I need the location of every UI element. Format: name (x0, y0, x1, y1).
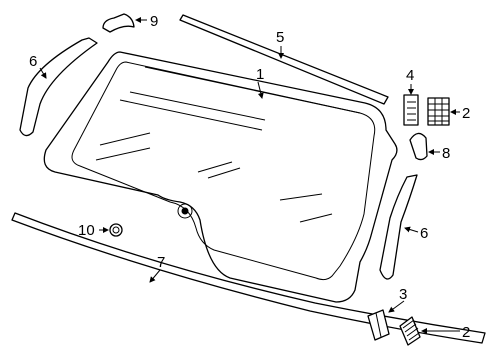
callout-1: 1 (256, 66, 264, 83)
rear-window-glass (43, 51, 398, 303)
callout-7: 7 (157, 254, 165, 271)
grid-clip-lower (399, 316, 421, 346)
right-side-molding (379, 174, 418, 280)
leader-3 (388, 300, 405, 313)
callout-10: 10 (78, 222, 95, 239)
upper-clip (102, 13, 135, 33)
leader-7 (149, 269, 161, 283)
grid-clip-upper (427, 97, 450, 126)
leader-6-right (404, 226, 419, 233)
clip-part-4 (403, 94, 419, 126)
callout-2-upper: 2 (462, 105, 470, 122)
spacer-part-3 (367, 309, 390, 341)
left-side-molding (19, 37, 98, 137)
callout-8: 8 (442, 145, 450, 162)
callout-3: 3 (399, 286, 407, 303)
leader-6-left (39, 67, 47, 79)
callout-9: 9 (150, 13, 158, 30)
bracket-part-8 (409, 132, 428, 161)
callout-5: 5 (276, 29, 284, 46)
callout-6-right: 6 (420, 225, 428, 242)
leader-1 (257, 81, 264, 99)
callout-6-left: 6 (29, 53, 37, 70)
lower-molding (11, 212, 486, 344)
upper-molding (179, 14, 389, 105)
callout-4: 4 (406, 67, 414, 84)
callout-2-lower: 2 (462, 324, 470, 341)
grommet (109, 223, 123, 237)
